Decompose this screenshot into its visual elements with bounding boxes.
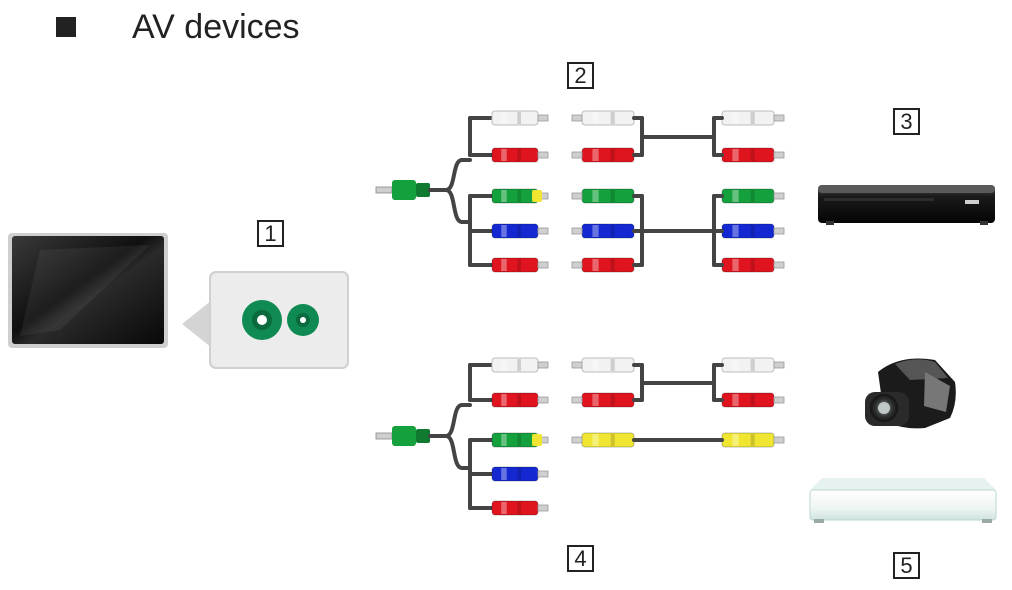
rca-plug-icon [721, 432, 785, 448]
label-tv-input: 1 [257, 220, 284, 247]
recorder-icon [818, 185, 995, 225]
rca-plug-icon [571, 392, 635, 408]
rca-plug-icon [571, 432, 635, 448]
label-component-cable: 2 [567, 62, 594, 89]
rca-plug-icon [571, 257, 635, 273]
rca-plug-icon [571, 110, 635, 126]
rca-plug-icon [571, 223, 635, 239]
rca-plug-icon [491, 466, 549, 482]
mini-plug-icon [375, 180, 430, 200]
rca-plug-icon [491, 257, 549, 273]
rca-plug-icon [571, 188, 635, 204]
rca-plug-icon [491, 357, 549, 373]
rca-plug-icon [721, 357, 785, 373]
section-heading: AV devices [56, 2, 300, 52]
rca-plug-icon [721, 110, 785, 126]
rca-plug-icon [721, 223, 785, 239]
rca-plug-icon [571, 147, 635, 163]
rca-plug-icon [721, 257, 785, 273]
rca-plug-icon [491, 188, 549, 204]
camcorder-icon [865, 358, 956, 429]
rca-plug-icon [491, 432, 549, 448]
rca-plug-icon [491, 147, 549, 163]
rca-plug-icon [491, 392, 549, 408]
cable-wire [444, 158, 464, 192]
rca-plug-icon [721, 188, 785, 204]
game-console-icon [809, 478, 997, 523]
square-bullet-icon [56, 17, 76, 37]
av-jack-icon [182, 271, 349, 369]
cable-wire [444, 188, 464, 224]
mini-plug-icon [375, 426, 430, 446]
rca-plug-icon [491, 500, 549, 516]
label-camcorder-console: 5 [893, 552, 920, 579]
rca-plug-icon [721, 147, 785, 163]
label-composite-cable: 4 [567, 545, 594, 572]
rca-plug-icon [571, 357, 635, 373]
cable-wire [444, 403, 464, 438]
rca-plug-icon [491, 110, 549, 126]
page-title: AV devices [132, 7, 300, 46]
cable-wire [444, 434, 464, 470]
rca-plug-icon [491, 223, 549, 239]
rca-plug-icon [721, 392, 785, 408]
composite-av-cable [375, 357, 785, 516]
component-av-cable [375, 110, 785, 273]
tv-icon [8, 233, 168, 348]
label-recorder: 3 [893, 108, 920, 135]
